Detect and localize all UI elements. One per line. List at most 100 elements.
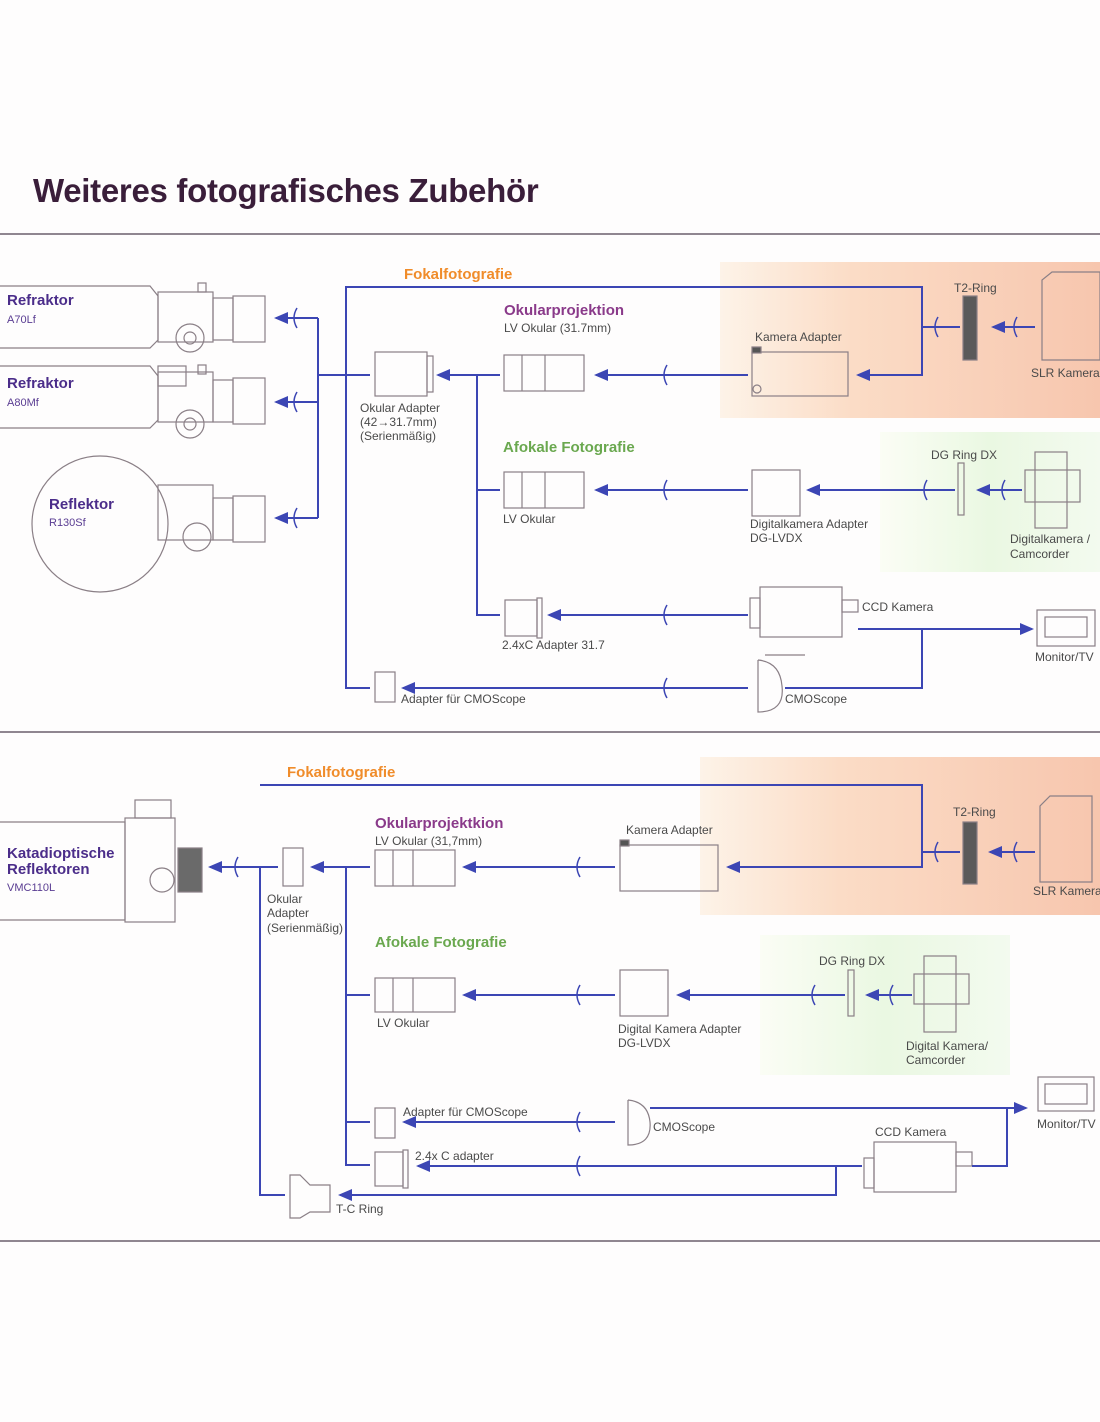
ccd-camera-drawing-1 — [759, 586, 843, 638]
afokal-heading: Afokale Fotografie — [503, 439, 635, 456]
dg-ring-label: DG Ring DX — [931, 448, 998, 462]
slr-camera-label: SLR Kamera — [1031, 366, 1100, 380]
okular-adapter-label: Adapter — [267, 906, 310, 920]
cmos-adapter-drawing-1 — [374, 671, 396, 703]
monitor-drawing-1 — [1036, 609, 1096, 647]
rotate-icon — [923, 479, 928, 501]
telescope-model: A80Mf — [7, 397, 39, 409]
ccd-adapter-label: 2.4x C adapter — [415, 1149, 494, 1163]
rotate-icon — [576, 1111, 581, 1133]
slr-camera-drawing-1 — [1041, 271, 1100, 361]
okular-adapter-label: (Serienmäßig) — [267, 921, 344, 935]
afokal-heading: Afokale Fotografie — [375, 934, 507, 951]
monitor-label: Monitor/TV — [1037, 1117, 1096, 1131]
t2-ring-drawing-2 — [962, 821, 978, 885]
slr-band-2 — [700, 757, 1100, 915]
digicam-band-2 — [760, 935, 1010, 1075]
rotate-icon — [934, 841, 939, 863]
tc-ring-drawing — [289, 1174, 331, 1219]
ccd-camera-label: CCD Kamera — [875, 1125, 947, 1139]
telescope-a70lf — [0, 282, 266, 353]
rotate-icon — [234, 856, 239, 878]
digicam-label: Digitalkamera / — [1010, 532, 1091, 546]
lv-okular-drawing-4 — [374, 977, 456, 1013]
telescope-name: Refraktor — [7, 375, 74, 392]
telescope-name: Refraktor — [7, 292, 74, 309]
device-drawings — [0, 271, 1100, 1219]
divider-middle — [0, 731, 1100, 733]
slr-camera-drawing-2 — [1039, 795, 1093, 883]
lv-okular-label: LV Okular — [377, 1016, 430, 1030]
dg-ring-drawing-2 — [847, 969, 855, 1017]
okular-adapter-drawing — [374, 351, 428, 397]
cmoscope-label: CMOScope — [653, 1120, 716, 1134]
okular-adapter-label: (Serienmäßig) — [360, 429, 437, 443]
digicam-drawing-2 — [923, 955, 957, 1033]
okular-heading: Okularprojektkion — [375, 815, 504, 832]
page-title: Weiteres fotografisches Zubehör — [33, 172, 539, 209]
ccd-adapter-label: 2.4xC Adapter 31.7 — [502, 638, 605, 652]
ccd-adapter-drawing-2 — [374, 1151, 404, 1187]
tc-ring-label: T-C Ring — [336, 1202, 384, 1216]
monitor-label: Monitor/TV — [1035, 650, 1094, 664]
lv-okular-label: LV Okular — [503, 512, 556, 526]
lv-okular-drawing-2 — [503, 471, 585, 509]
digi-adapter-label: DG-LVDX — [618, 1036, 671, 1050]
okular-sub-label: LV Okular (31,7mm) — [375, 834, 483, 848]
cmoscope-drawing-1 — [757, 659, 783, 713]
cmos-adapter-label: Adapter für CMOScope — [401, 692, 526, 706]
kamera-adapter-label: Kamera Adapter — [626, 823, 713, 837]
ccd-camera-label: CCD Kamera — [862, 600, 934, 614]
fokal-heading: Fokalfotografie — [404, 266, 513, 283]
fokal-heading: Fokalfotografie — [287, 764, 396, 781]
ccd-camera-drawing-2 — [873, 1141, 957, 1193]
okular-adapter-label: Okular — [267, 892, 303, 906]
cmos-adapter-label: Adapter für CMOScope — [403, 1105, 528, 1119]
kamera-adapter-drawing-1 — [751, 351, 849, 397]
divider-top — [0, 233, 1100, 235]
lv-okular-drawing-1 — [503, 354, 585, 392]
lv-okular-drawing-3 — [374, 849, 456, 887]
dg-ring-label: DG Ring DX — [819, 954, 886, 968]
t2-ring-label: T2-Ring — [953, 805, 996, 819]
digi-adapter-label: DG-LVDX — [750, 531, 803, 545]
okular-adapter-label: (42→31.7mm) — [360, 415, 437, 429]
dg-ring-drawing-1 — [957, 462, 965, 516]
telescope-model: A70Lf — [7, 314, 36, 326]
telescope-r130sf — [31, 455, 266, 593]
t2-ring-drawing-1 — [962, 295, 978, 361]
okular-adapter-drawing-2 — [282, 847, 304, 887]
cmoscope-drawing-2 — [627, 1099, 651, 1146]
digicam-drawing-1 — [1034, 451, 1068, 529]
kamera-adapter-label: Kamera Adapter — [755, 330, 842, 344]
okular-sub-label: LV Okular (31.7mm) — [504, 321, 612, 335]
digi-adapter-label: Digital Kamera Adapter — [618, 1022, 742, 1036]
rotate-icon — [293, 307, 298, 329]
digi-adapter-label: Digitalkamera Adapter — [750, 517, 869, 531]
okular-heading: Okularprojektion — [504, 302, 625, 319]
slr-camera-label: SLR Kamera — [1033, 884, 1100, 898]
t2-ring-label: T2-Ring — [954, 281, 997, 295]
monitor-drawing-2 — [1037, 1076, 1095, 1112]
cmos-adapter-drawing-2 — [374, 1107, 396, 1139]
ccd-adapter-drawing-1 — [504, 599, 538, 637]
telescope-name: Reflektor — [49, 496, 115, 513]
digicam-label: Digital Kamera/ — [906, 1039, 989, 1053]
digicam-label: Camcorder — [906, 1053, 966, 1067]
telescope-model: R130Sf — [49, 517, 86, 529]
rotate-icon — [576, 984, 581, 1006]
digi-adapter-drawing-2 — [619, 969, 669, 1017]
telescope-a80mf — [0, 364, 266, 439]
digicam-label: Camcorder — [1010, 547, 1070, 561]
rotate-icons — [234, 307, 1018, 1177]
kamera-adapter-drawing-2 — [619, 844, 719, 892]
telescope-name: Katadioptische — [7, 845, 115, 862]
cmoscope-label: CMOScope — [785, 692, 848, 706]
telescope-name: Reflektoren — [7, 861, 90, 878]
telescope-vmc110l — [0, 799, 203, 923]
telescope-model: VMC110L — [7, 882, 56, 894]
divider-bottom — [0, 1240, 1100, 1242]
okular-adapter-label: Okular Adapter — [360, 401, 441, 415]
rotate-icon — [663, 364, 668, 386]
